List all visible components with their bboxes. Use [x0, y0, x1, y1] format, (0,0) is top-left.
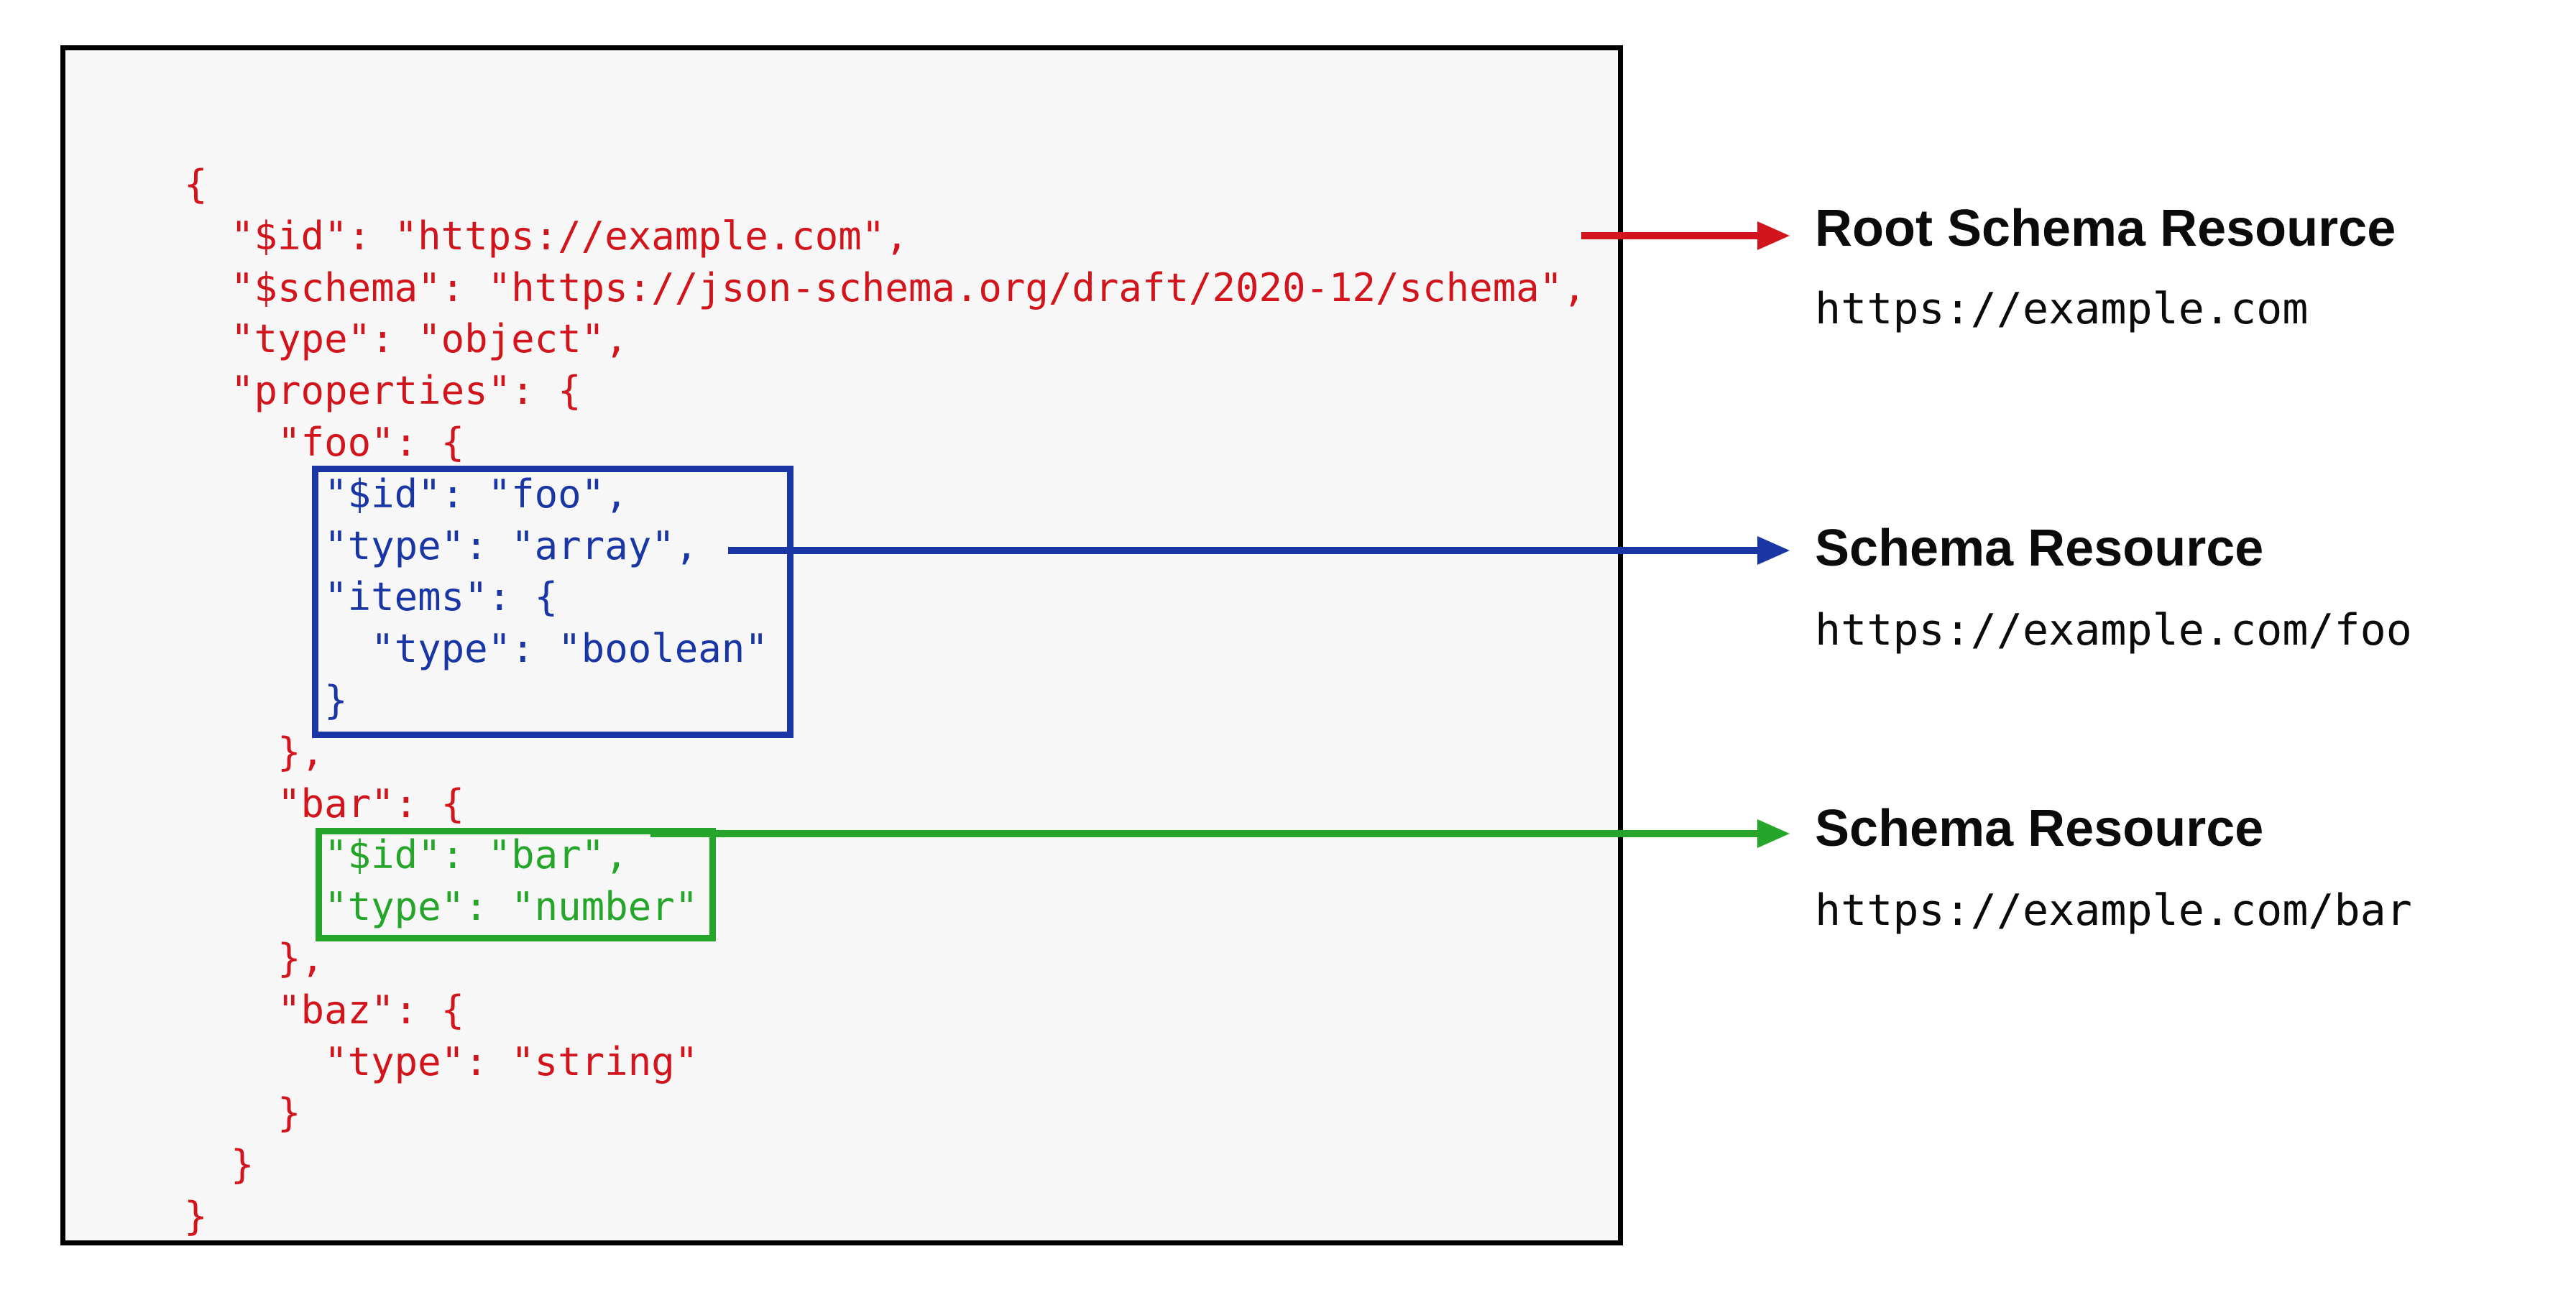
foo-schema-resource-url: https://example.com/foo: [1815, 605, 2412, 655]
root-schema-arrow-line: [1581, 232, 1757, 239]
root-schema-resource-title: Root Schema Resource: [1815, 200, 2396, 257]
code-line: }: [184, 1193, 208, 1239]
foo-schema-arrowhead-icon: [1757, 536, 1790, 565]
code-line: },: [184, 935, 325, 981]
code-line: "baz": {: [184, 987, 465, 1033]
code-line: "properties": {: [184, 368, 581, 414]
code-line: "type": "string": [184, 1038, 699, 1084]
json-schema-code: { "$id": "https://example.com", "$schema…: [184, 159, 1586, 1243]
code-line: }: [184, 677, 348, 723]
code-line: "$id": "https://example.com",: [184, 213, 908, 259]
code-line: "$id": "bar",: [184, 832, 628, 878]
foo-schema-arrow-line: [728, 547, 1757, 554]
code-line: "type": "boolean": [184, 626, 768, 672]
bar-schema-highlight-box: [316, 828, 716, 941]
bar-schema-arrowhead-icon: [1757, 819, 1790, 848]
bar-schema-resource-title: Schema Resource: [1815, 800, 2264, 857]
json-schema-box: { "$id": "https://example.com", "$schema…: [60, 45, 1623, 1245]
code-line: "type": "array",: [184, 522, 699, 568]
bar-schema-resource-url: https://example.com/bar: [1815, 885, 2412, 936]
code-line: "bar": {: [184, 780, 465, 826]
code-line: }: [184, 1090, 301, 1136]
bar-schema-arrow-line: [650, 830, 1757, 837]
code-line: {: [184, 162, 208, 207]
foo-schema-highlight-box: [312, 466, 794, 738]
code-line: "items": {: [184, 574, 558, 620]
foo-schema-resource-title: Schema Resource: [1815, 520, 2264, 577]
code-line: "type": "number": [184, 884, 699, 930]
code-line: "type": "object",: [184, 316, 628, 362]
root-schema-resource-url: https://example.com: [1815, 284, 2309, 334]
code-line: "$id": "foo",: [184, 471, 628, 517]
code-line: }: [184, 1142, 254, 1188]
code-line: "foo": {: [184, 419, 465, 465]
root-schema-arrowhead-icon: [1757, 221, 1790, 250]
code-line: "$schema": "https://json-schema.org/draf…: [184, 264, 1586, 310]
